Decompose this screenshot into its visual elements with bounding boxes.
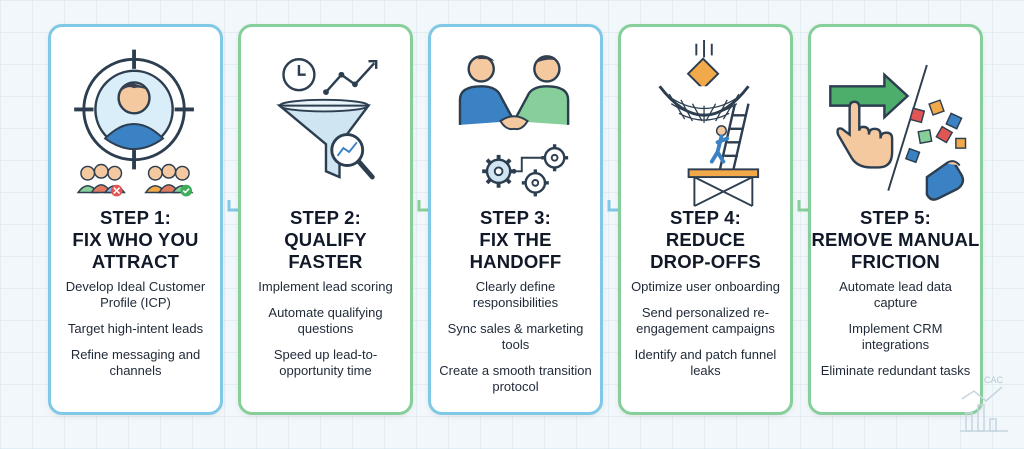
step-card-1: STEP 1: FIX WHO YOU ATTRACT Develop Idea… [48, 24, 223, 415]
step-2-bullet: Implement lead scoring [258, 279, 393, 294]
step-5-label: STEP 5: [860, 207, 931, 228]
hand-arrow-icon [811, 33, 980, 213]
step-3-title-line-2: HANDOFF [469, 251, 562, 272]
target-person-icon [51, 33, 220, 213]
step-1-bullets: Develop Ideal Customer Profile (ICP) Tar… [59, 279, 212, 389]
step-1-label: STEP 1: [100, 207, 171, 228]
step-3-heading: STEP 3: FIX THE HANDOFF [431, 207, 600, 273]
step-4-title-line-2: DROP-OFFS [650, 251, 761, 272]
safety-net-icon [621, 33, 790, 213]
funnel-clock-icon [241, 33, 410, 213]
step-3-label: STEP 3: [480, 207, 551, 228]
step-5-bullet: Eliminate redundant tasks [820, 363, 971, 378]
step-2-bullet: Speed up lead-to-opportunity time [273, 347, 378, 378]
step-4-bullet: Identify and patch funnel leaks [634, 347, 777, 378]
step-4-bullets: Optimize user onboarding Send personaliz… [629, 279, 782, 389]
cac-watermark-icon: CAC [954, 369, 1014, 439]
step-5-heading: STEP 5: REMOVE MANUAL FRICTION [811, 207, 980, 273]
step-1-title-line-1: FIX WHO YOU [72, 229, 199, 250]
step-3-bullet: Create a smooth transition protocol [439, 363, 592, 394]
step-2-heading: STEP 2: QUALIFY FASTER [241, 207, 410, 273]
step-4-heading: STEP 4: REDUCE DROP-OFFS [621, 207, 790, 273]
step-3-bullet: Sync sales & marketing tools [447, 321, 584, 352]
step-card-3: STEP 3: FIX THE HANDOFF Clearly define r… [428, 24, 603, 415]
step-3-bullet: Clearly define responsibilities [472, 279, 559, 310]
watermark-text: CAC [984, 375, 1004, 385]
step-5-bullet: Automate lead data capture [839, 279, 952, 310]
step-card-4: STEP 4: REDUCE DROP-OFFS Optimize user o… [618, 24, 793, 415]
step-3-bullets: Clearly define responsibilities Sync sal… [439, 279, 592, 405]
step-1-bullet: Target high-intent leads [67, 321, 204, 336]
handshake-icon [431, 33, 600, 213]
step-1-bullet: Develop Ideal Customer Profile (ICP) [65, 279, 206, 310]
step-1-bullet: Refine messaging and channels [70, 347, 201, 378]
step-1-title-line-2: ATTRACT [91, 251, 180, 272]
step-2-label: STEP 2: [290, 207, 361, 228]
step-4-bullet: Optimize user onboarding [631, 279, 780, 294]
step-card-2: STEP 2: QUALIFY FASTER Implement lead sc… [238, 24, 413, 415]
step-4-bullet: Send personalized re-engagement campaign… [636, 305, 775, 336]
step-1-heading: STEP 1: FIX WHO YOU ATTRACT [51, 207, 220, 273]
step-2-title-line-1: QUALIFY [284, 229, 367, 250]
step-5-title-line-1: REMOVE MANUAL [811, 229, 980, 250]
step-5-bullets: Automate lead data capture Implement CRM… [819, 279, 972, 389]
step-5-title-line-2: FRICTION [851, 251, 940, 272]
step-2-bullets: Implement lead scoring Automate qualifyi… [249, 279, 402, 389]
step-5-bullet: Implement CRM integrations [848, 321, 943, 352]
step-4-title-line-1: REDUCE [665, 229, 746, 250]
step-card-5: STEP 5: REMOVE MANUAL FRICTION Automate … [808, 24, 983, 415]
step-2-bullet: Automate qualifying questions [268, 305, 383, 336]
step-4-label: STEP 4: [670, 207, 741, 228]
step-3-title-line-1: FIX THE [479, 229, 552, 250]
step-2-title-line-2: FASTER [288, 251, 363, 272]
